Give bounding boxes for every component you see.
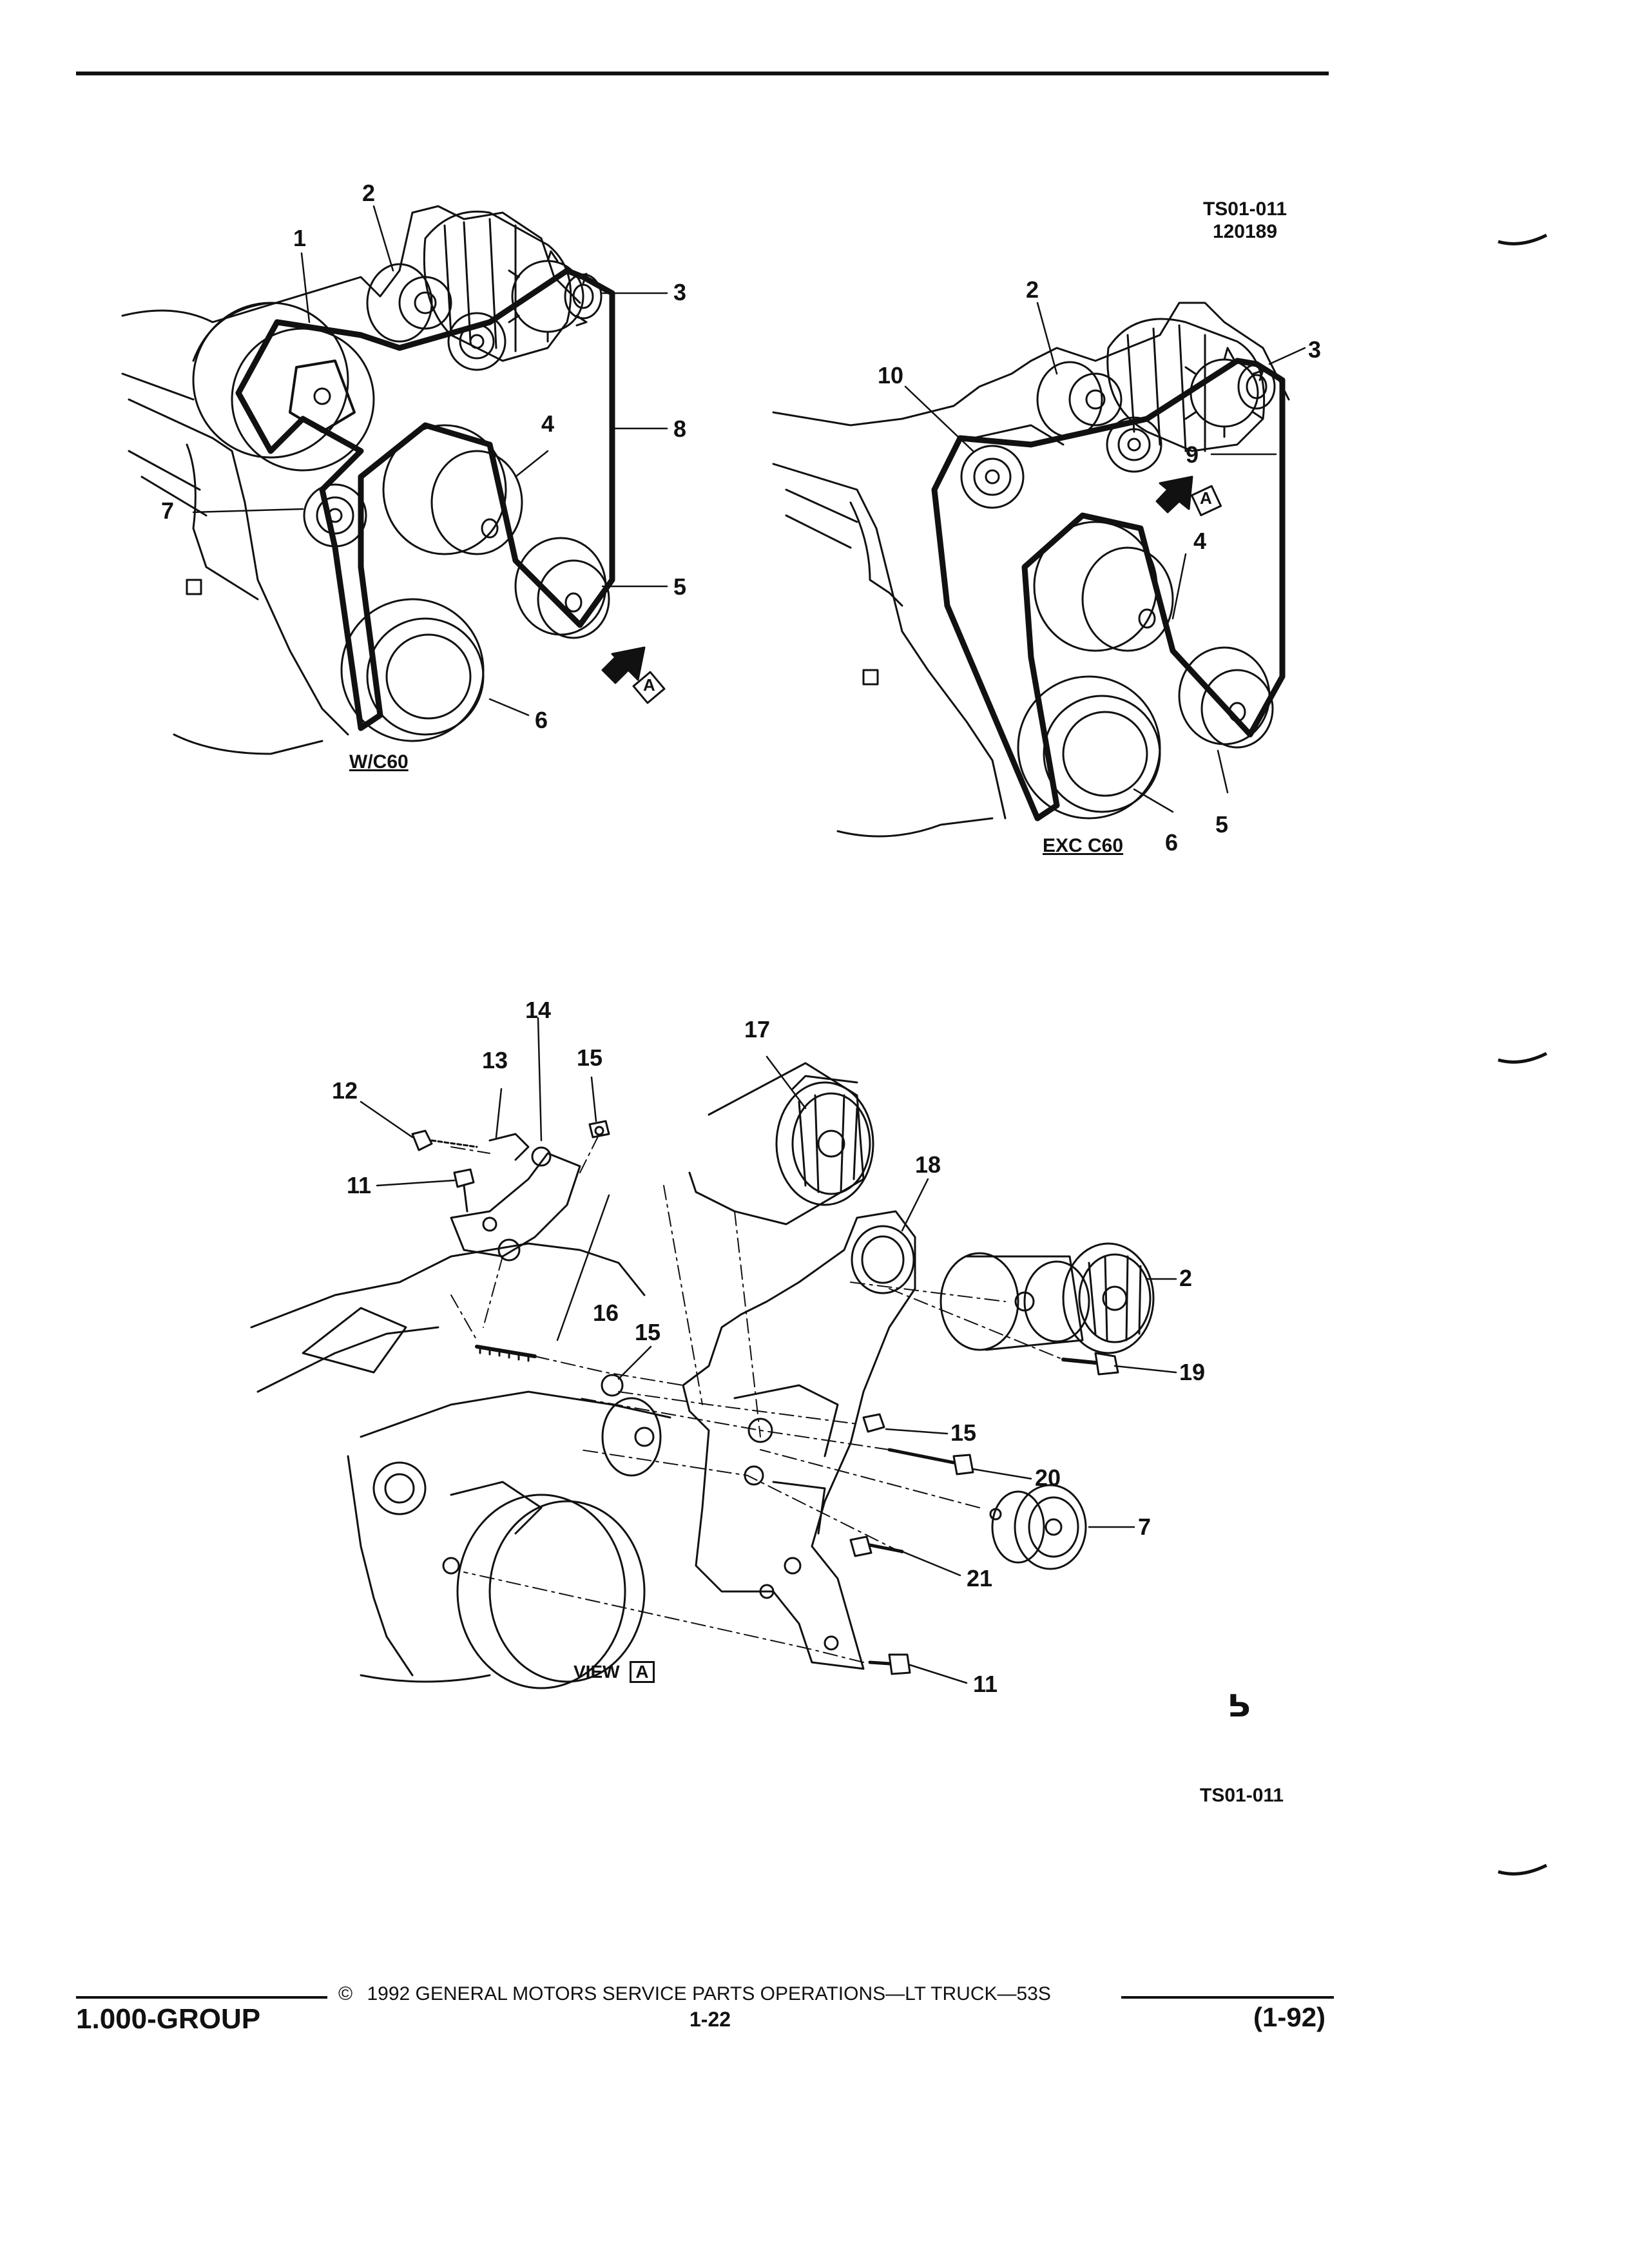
callout-tl-7: 7 (161, 497, 175, 524)
callout-tr-10: 10 (878, 362, 904, 389)
copyright-symbol: © (338, 1983, 353, 2004)
group-label: 1.000-GROUP (76, 2003, 261, 2035)
view-a-arrow-right-icon (1155, 476, 1222, 517)
callout-ex-18: 18 (915, 1151, 941, 1178)
footer-rule-right (1121, 1996, 1334, 1999)
callout-tr-9: 9 (1186, 441, 1199, 468)
callout-tl-5: 5 (673, 573, 687, 600)
callout-ex-15-mid: 15 (635, 1319, 661, 1345)
callout-tl-8: 8 (673, 416, 687, 442)
callout-ex-17: 17 (744, 1016, 771, 1043)
callout-tr-6: 6 (1165, 829, 1179, 856)
copyright-text: 1992 GENERAL MOTORS SERVICE PARTS OPERAT… (367, 1983, 1051, 2004)
serpentine-belt-wc60 (235, 267, 615, 731)
callout-tl-4: 4 (541, 410, 555, 437)
callout-tr-3: 3 (1308, 336, 1322, 363)
callout-ex-11-low: 11 (973, 1671, 998, 1697)
page-number: 1-22 (689, 2008, 731, 2031)
callout-tr-4: 4 (1193, 528, 1207, 554)
callout-ex-2: 2 (1179, 1265, 1193, 1291)
callout-ex-19: 19 (1179, 1359, 1206, 1385)
callout-ex-21: 21 (967, 1565, 993, 1591)
nut-15-lower-icon (862, 1413, 885, 1433)
figure-date: 120189 (1212, 220, 1278, 242)
tensioner-17-icon (688, 1062, 874, 1225)
view-letter-tr: A (1200, 488, 1212, 508)
callout-tl-2: 2 (362, 180, 376, 206)
stud-16-icon (475, 1345, 537, 1362)
leader-lines (192, 205, 1306, 1684)
callout-tr-5: 5 (1215, 811, 1229, 838)
callout-tl-3: 3 (673, 279, 687, 305)
caption-wc60: W/C60 (349, 751, 409, 773)
callout-ex-20: 20 (1035, 1465, 1061, 1491)
callout-ex-11-top: 11 (347, 1172, 372, 1198)
figure-id: TS01-011 (1202, 198, 1287, 220)
bolt-19-icon (1061, 1352, 1119, 1376)
callout-ex-16: 16 (593, 1300, 619, 1326)
bolt-12-icon (411, 1129, 478, 1151)
figure-id-block: TS01-011 120189 (1200, 198, 1290, 243)
view-letter-box: A (630, 1661, 655, 1683)
callout-ex-14: 14 (525, 997, 552, 1023)
pulley-assembly-2-icon (940, 1242, 1155, 1354)
callout-ex-13: 13 (482, 1047, 508, 1073)
revision-label: (1-92) (1253, 2002, 1326, 2032)
header-rule (76, 72, 1329, 75)
engine-exc-c60 (772, 302, 1290, 838)
bolt-11-top-icon (453, 1168, 475, 1213)
callout-tl-6: 6 (535, 707, 548, 733)
gm-logo-icon: ᕊ (1228, 1688, 1251, 1724)
view-label-text: VIEW (574, 1662, 620, 1682)
exploded-view-a (250, 1062, 1155, 1689)
copyright-line: © 1992 GENERAL MOTORS SERVICE PARTS OPER… (338, 1984, 1051, 2004)
figure-id-bottom: TS01-011 (1200, 1785, 1284, 1806)
footer-rule-left (76, 1996, 327, 1999)
bolt-20-icon (887, 1448, 974, 1475)
serpentine-belt-exc-c60 (931, 358, 1286, 822)
engine-wc60 (121, 205, 610, 755)
callout-tr-2: 2 (1026, 276, 1039, 303)
callout-ex-15-low: 15 (950, 1419, 977, 1446)
bolt-11-lower-icon (868, 1653, 911, 1675)
caption-exc-c60: EXC C60 (1043, 835, 1124, 856)
nut-15-mid-icon (601, 1374, 624, 1397)
idler-pulley-7-icon (989, 1484, 1087, 1570)
view-a-arrow-left-icon (601, 646, 666, 704)
callout-ex-12: 12 (332, 1077, 358, 1104)
callout-ex-15-top: 15 (577, 1044, 603, 1071)
view-letter-tl: A (643, 675, 655, 695)
callout-ex-7: 7 (1138, 1514, 1152, 1540)
view-a-label: VIEW A (574, 1661, 655, 1683)
callout-tl-1: 1 (293, 225, 307, 251)
nut-15-top-icon (588, 1120, 610, 1139)
